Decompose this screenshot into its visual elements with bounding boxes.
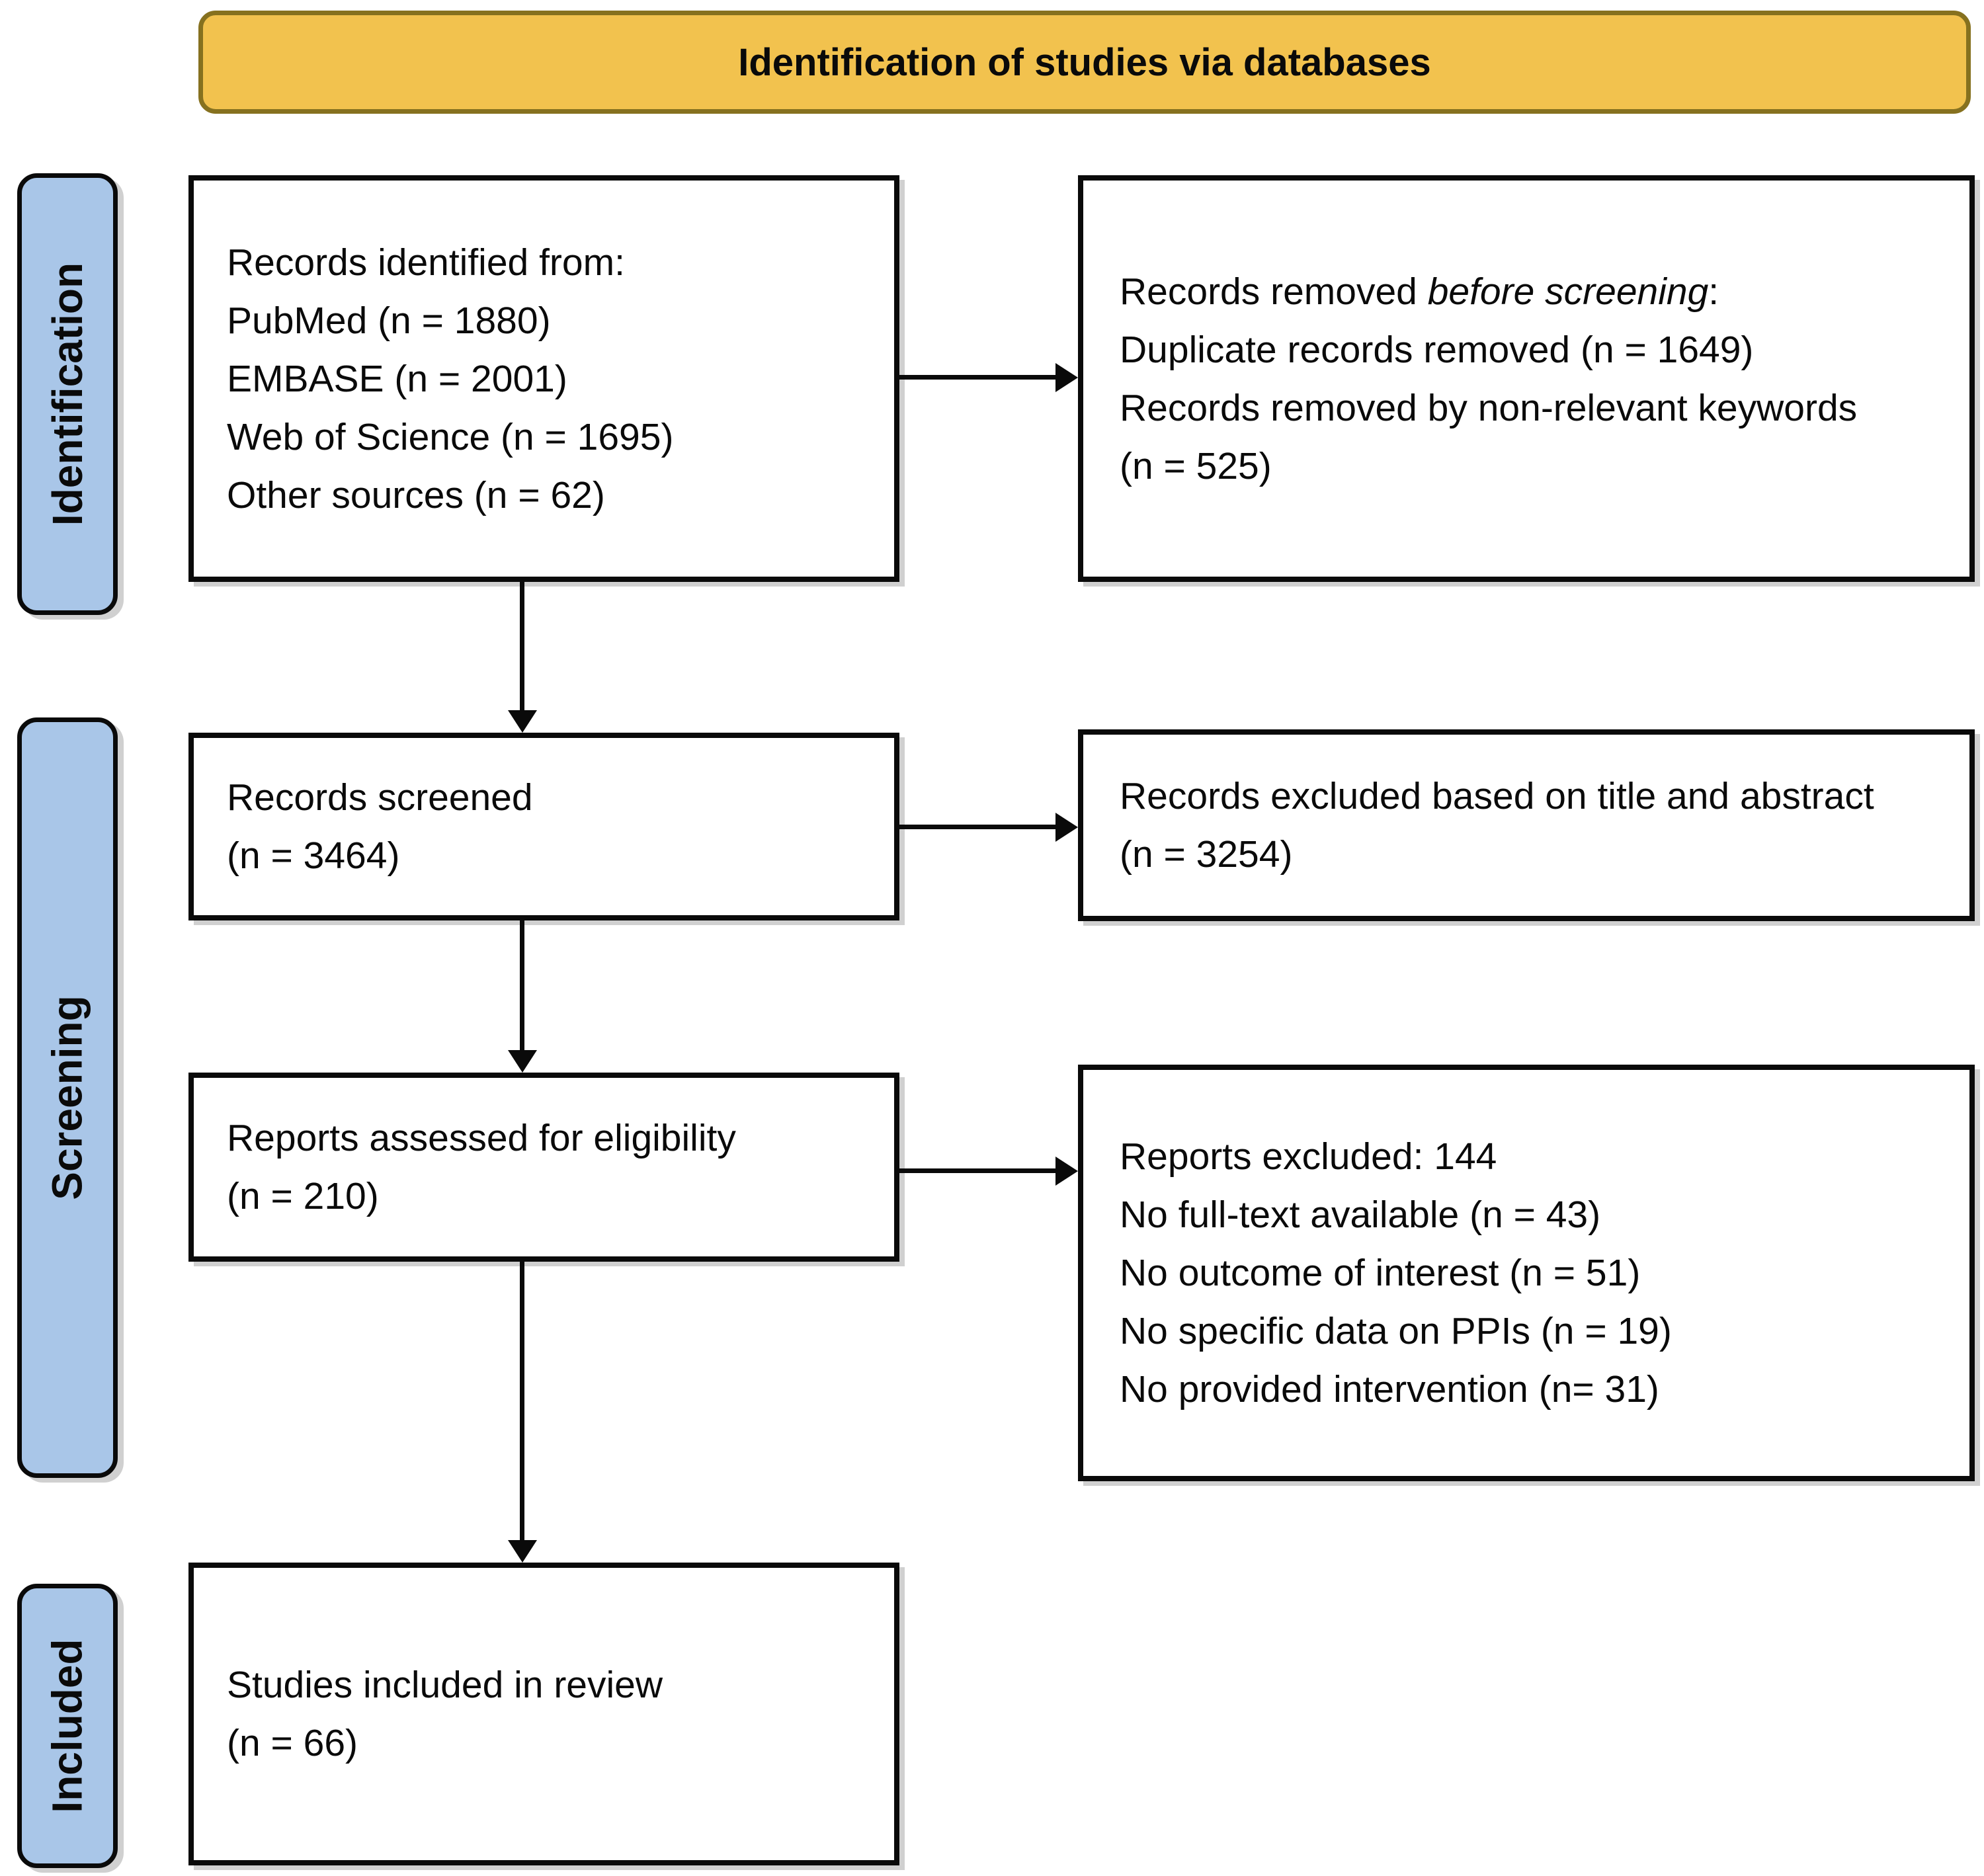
box-line-italic: before screening [1427, 270, 1709, 313]
arrow-identified-to-removed-head [1055, 363, 1078, 392]
arrow-assessed-to-included-head [508, 1540, 537, 1563]
box-line: Records removed by non-relevant keywords [1120, 386, 1858, 429]
box-line: Records removed before screening: [1120, 263, 1963, 321]
arrow-screened-to-excluded-head [1055, 813, 1078, 842]
box-line-prefix: Records removed [1120, 270, 1428, 313]
box-studies-included: Studies included in review (n = 66) [188, 1563, 899, 1865]
box-line: PubMed (n = 1880) [227, 299, 551, 342]
box-line: No specific data on PPIs (n = 19) [1120, 1310, 1672, 1352]
stage-label-identification: Identification [17, 173, 118, 615]
banner-identification-via-databases: Identification of studies via databases [198, 11, 1971, 114]
box-line: Reports assessed for eligibility [227, 1117, 736, 1159]
arrow-screened-to-assessed-head [508, 1050, 537, 1073]
box-line: No provided intervention (n= 31) [1120, 1368, 1659, 1410]
box-records-removed-before-screening: Records removed before screening: Duplic… [1078, 175, 1975, 582]
arrow-identified-to-screened-line [520, 582, 524, 710]
box-line: Studies included in review [227, 1664, 663, 1706]
arrow-screened-to-assessed-line [520, 920, 524, 1050]
box-reports-assessed: Reports assessed for eligibility (n = 21… [188, 1073, 899, 1262]
stage-label-identification-text: Identification [44, 262, 91, 526]
stage-label-screening: Screening [17, 717, 118, 1478]
stage-label-included: Included [17, 1584, 118, 1868]
box-records-screened: Records screened (n = 3464) [188, 733, 899, 920]
arrow-assessed-to-included-line [520, 1262, 524, 1540]
box-line: (n = 66) [227, 1722, 358, 1764]
box-line: No full-text available (n = 43) [1120, 1194, 1601, 1236]
box-line: (n = 3464) [227, 835, 400, 877]
arrow-screened-to-excluded-line [899, 825, 1055, 829]
arrow-identified-to-screened-head [508, 710, 537, 733]
box-line: Other sources (n = 62) [227, 473, 605, 516]
banner-title: Identification of studies via databases [738, 40, 1431, 84]
box-records-excluded: Records excluded based on title and abst… [1078, 729, 1975, 921]
box-reports-excluded: Reports excluded: 144 No full-text avail… [1078, 1065, 1975, 1481]
arrow-assessed-to-reports-excluded-line [899, 1168, 1055, 1173]
box-line: Records screened [227, 776, 533, 819]
box-line: (n = 525) [1120, 444, 1272, 487]
box-line: Web of Science (n = 1695) [227, 415, 674, 458]
box-records-identified: Records identified from: PubMed (n = 188… [188, 175, 899, 582]
box-line: Reports excluded: 144 [1120, 1135, 1497, 1178]
box-line: No outcome of interest (n = 51) [1120, 1252, 1641, 1294]
stage-label-screening-text: Screening [44, 995, 91, 1200]
box-line: Records excluded based on title and abst… [1120, 775, 1874, 817]
box-line-suffix: : [1708, 270, 1719, 313]
box-line: Duplicate records removed (n = 1649) [1120, 328, 1754, 371]
stage-label-included-text: Included [44, 1639, 91, 1813]
arrow-assessed-to-reports-excluded-head [1055, 1157, 1078, 1186]
box-line: EMBASE (n = 2001) [227, 357, 567, 400]
box-line: (n = 210) [227, 1175, 379, 1217]
box-line: Records identified from: [227, 241, 625, 284]
arrow-identified-to-removed-line [899, 375, 1055, 380]
box-line: (n = 3254) [1120, 833, 1293, 876]
